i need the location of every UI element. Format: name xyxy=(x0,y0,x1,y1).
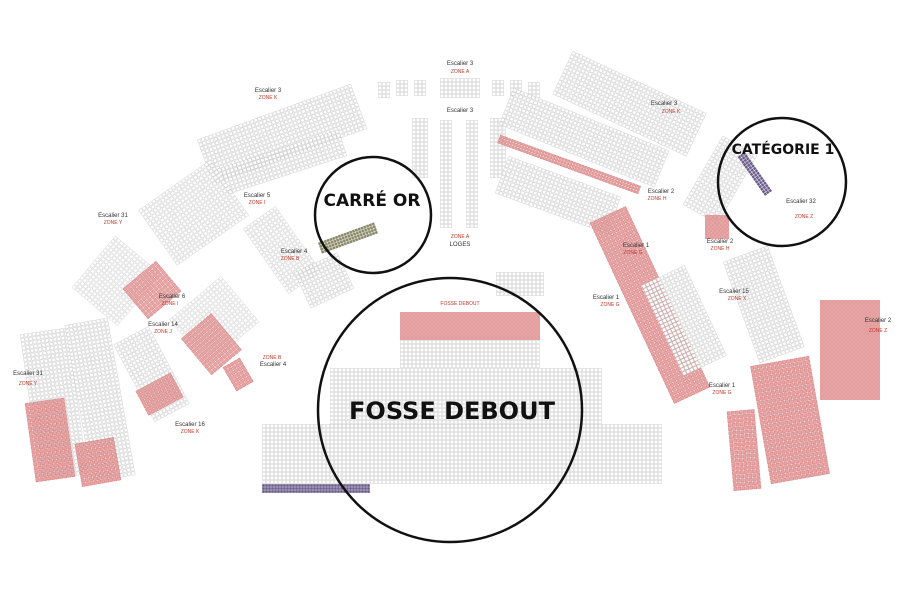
label-zone-z-far: ZONE Z xyxy=(869,328,887,334)
block-upper-right-a[interactable] xyxy=(552,50,707,157)
fosse-debout-circle xyxy=(316,276,584,544)
block-left-red-b[interactable] xyxy=(180,313,242,376)
label-loges: LOGES xyxy=(450,242,471,248)
label-zone-k-left: ZONE K xyxy=(259,95,278,101)
label-zone-h-upper: ZONE H xyxy=(648,196,667,202)
label-escalier-4-lower: Escalier 4 xyxy=(260,362,287,368)
label-escalier-2-lower: Escalier 2 xyxy=(707,239,734,245)
label-zone-k-16: ZONE K xyxy=(181,429,200,435)
block-fosse-red[interactable] xyxy=(400,312,540,340)
label-zone-i-6: ZONE I xyxy=(162,301,179,307)
block-top-4[interactable] xyxy=(492,80,504,96)
label-zone-g-upper: ZONE G xyxy=(623,250,642,256)
block-left-g[interactable] xyxy=(294,252,355,309)
label-escalier-16: Escalier 16 xyxy=(175,422,205,428)
categorie-1-callout[interactable]: CATÉGORIE 1 xyxy=(732,141,835,158)
block-loges-left[interactable] xyxy=(440,120,452,228)
label-fosse-debout-small: FOSSE DEBOUT xyxy=(440,301,479,307)
label-zone-g-lower: ZONE G xyxy=(712,390,731,396)
label-zone-x: ZONE X xyxy=(728,296,747,302)
block-fosse-bottom[interactable] xyxy=(262,424,662,484)
label-escalier-32: Escalier 32 xyxy=(786,199,816,205)
label-zone-y-lower: ZONE Y xyxy=(19,381,38,387)
label-zone-j: ZONE J xyxy=(154,329,172,335)
label-escalier-15: Escalier 15 xyxy=(719,289,749,295)
label-escalier-31-lower: Escalier 31 xyxy=(13,371,43,377)
block-carre-or[interactable] xyxy=(318,222,378,254)
label-escalier-1-upper: Escalier 1 xyxy=(623,243,650,249)
label-escalier-5: Escalier 5 xyxy=(244,193,271,199)
block-right-red-b[interactable] xyxy=(750,355,830,485)
block-far-right-red[interactable] xyxy=(820,300,880,400)
block-left-f[interactable] xyxy=(242,206,322,294)
block-loges-right[interactable] xyxy=(466,120,478,228)
label-escalier-2-upper: Escalier 2 xyxy=(648,189,675,195)
label-zone-h-lower: ZONE H xyxy=(711,246,730,252)
callout-circles: FOSSE DEBOUT CARRÉ OR CATÉGORIE 1 xyxy=(313,116,848,544)
block-center-right[interactable] xyxy=(490,118,506,178)
label-escalier-1-mid: Escalier 1 xyxy=(593,295,620,301)
block-categorie-1[interactable] xyxy=(737,151,773,196)
block-top-center[interactable] xyxy=(440,78,480,98)
block-center-left[interactable] xyxy=(412,118,428,178)
label-zone-a-top: ZONE A xyxy=(451,69,470,75)
block-left-red-a[interactable] xyxy=(122,260,182,320)
label-zone-a-loges: ZONE A xyxy=(451,234,470,240)
label-escalier-1-lower: Escalier 1 xyxy=(709,383,736,389)
section-labels: Escalier 3 ZONE A Escalier 3 ZONE A LOGE… xyxy=(13,61,892,435)
label-zone-g-mid: ZONE G xyxy=(600,302,619,308)
block-left-c-red[interactable] xyxy=(74,437,122,487)
block-top-6[interactable] xyxy=(528,82,540,98)
block-far-left-red[interactable] xyxy=(24,397,76,483)
block-left-red-c[interactable] xyxy=(222,357,254,392)
label-escalier-3-right: Escalier 3 xyxy=(651,101,678,107)
fosse-debout-callout[interactable]: FOSSE DEBOUT xyxy=(349,397,556,425)
label-escalier-6: Escalier 6 xyxy=(159,294,186,300)
label-zone-i-5: ZONE I xyxy=(249,200,266,206)
block-left-b[interactable] xyxy=(71,235,161,326)
block-right-red-line[interactable] xyxy=(497,134,641,195)
carre-or-circle xyxy=(313,155,433,275)
label-zone-b-upper: ZONE B xyxy=(281,256,300,262)
block-left-a[interactable] xyxy=(138,159,249,266)
label-escalier-31-upper: Escalier 31 xyxy=(98,213,128,219)
label-escalier-3-top: Escalier 3 xyxy=(447,61,474,67)
block-right-red-a[interactable] xyxy=(705,215,729,239)
seat-blocks xyxy=(20,50,880,493)
block-left-d-red[interactable] xyxy=(135,372,184,416)
label-escalier-3-center: Escalier 3 xyxy=(447,108,474,114)
categorie-1-circle xyxy=(716,116,848,248)
label-zone-k-right: ZONE K xyxy=(662,109,681,115)
block-right-e[interactable] xyxy=(641,265,727,376)
block-fosse-top[interactable] xyxy=(400,340,540,368)
label-zone-y-upper: ZONE Y xyxy=(104,220,123,226)
block-top-2[interactable] xyxy=(396,80,408,96)
block-upper-left-b[interactable] xyxy=(217,129,347,196)
label-escalier-14: Escalier 14 xyxy=(148,322,178,328)
label-escalier-4-upper: Escalier 4 xyxy=(281,249,308,255)
label-escalier-2-far: Escalier 2 xyxy=(865,318,892,324)
block-top-3[interactable] xyxy=(414,80,426,96)
label-escalier-3-left: Escalier 3 xyxy=(255,88,282,94)
block-upper-right-b[interactable] xyxy=(498,87,670,188)
label-zone-b-lower: ZONE B xyxy=(263,355,282,361)
carre-or-callout[interactable]: CARRÉ OR xyxy=(324,189,421,211)
block-fosse-pmr[interactable] xyxy=(262,484,370,493)
label-zone-z-32: ZONE Z xyxy=(795,214,813,220)
block-fosse-small[interactable] xyxy=(496,272,544,296)
block-right-red-c[interactable] xyxy=(726,409,762,491)
block-right-f[interactable] xyxy=(722,245,805,364)
block-top-1[interactable] xyxy=(378,82,390,98)
